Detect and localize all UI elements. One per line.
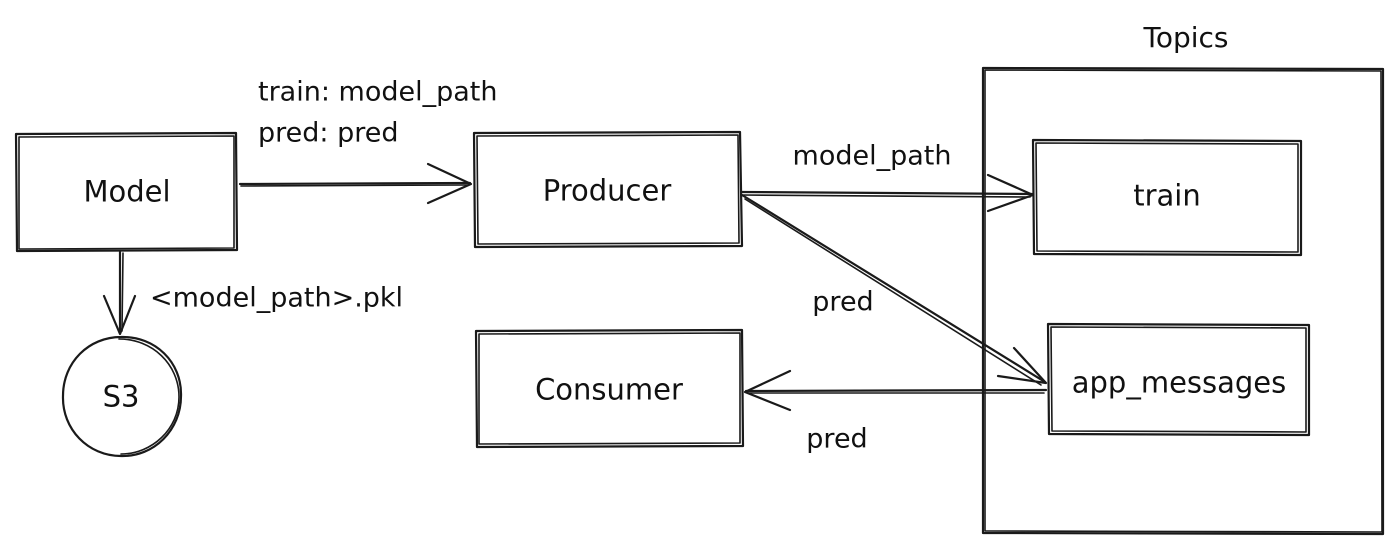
arrow-producer-to-train <box>740 173 1035 213</box>
edge-label-train-model-path: train: model_path <box>258 76 498 108</box>
consumer-label: Consumer <box>535 372 683 407</box>
arrow-model-to-producer <box>238 162 473 205</box>
s3-label: S3 <box>102 379 140 414</box>
producer-box <box>472 130 744 249</box>
edge-label-pred-lower: pred <box>806 423 868 455</box>
topics-group-box <box>981 66 1385 536</box>
train-box <box>1031 138 1303 257</box>
model-box <box>14 131 239 253</box>
arrow-model-to-s3 <box>102 250 137 336</box>
consumer-box <box>474 328 745 449</box>
edge-label-model-path: model_path <box>792 140 952 172</box>
arrow-app-messages-to-consumer <box>743 369 1048 412</box>
edge-label-pred-upper: pred <box>812 286 874 318</box>
model-label: Model <box>83 174 171 209</box>
topics-title: Topics <box>1143 21 1229 54</box>
edge-label-pred-pred: pred: pred <box>258 117 399 149</box>
producer-label: Producer <box>542 173 672 208</box>
s3-circle <box>61 335 183 458</box>
arrow-producer-to-app-messages <box>740 193 1048 386</box>
edge-label-model-path-pkl: <model_path>.pkl <box>150 282 404 314</box>
app-messages-box <box>1046 322 1311 437</box>
train-label: train <box>1133 178 1201 213</box>
app-messages-label: app_messages <box>1071 365 1287 400</box>
